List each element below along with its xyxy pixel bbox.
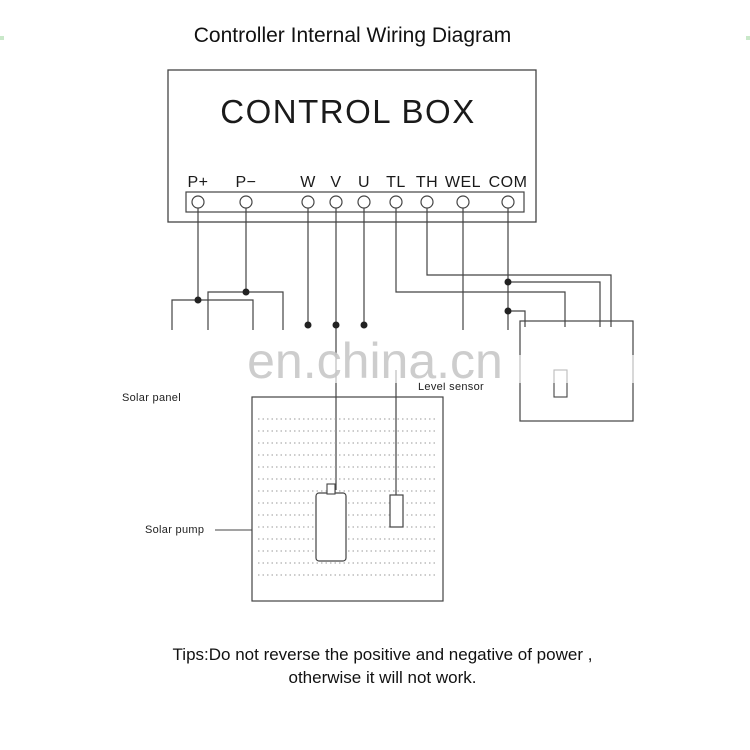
water-well	[251, 396, 444, 602]
terminal-label-wel: WEL	[445, 174, 481, 191]
pump-head	[326, 483, 336, 495]
terminal-label-com: COM	[489, 174, 528, 191]
solar-panel-label: Solar panel	[122, 392, 181, 404]
terminal-label-p-minus: P−	[235, 174, 256, 191]
solar-pump	[315, 483, 347, 562]
wire-th	[426, 208, 612, 327]
tips-text: Tips:Do not reverse the positive and neg…	[0, 643, 750, 689]
wire-p-plus-branch	[171, 299, 254, 330]
junction-dot	[504, 307, 512, 315]
terminal-label-v: V	[330, 174, 341, 191]
junction-dot	[360, 321, 368, 329]
terminal-label-u: U	[358, 174, 370, 191]
terminal-screw-com	[501, 195, 515, 209]
solar-pump-label: Solar pump	[145, 524, 204, 536]
wire-tl	[395, 208, 566, 327]
junction-dot	[304, 321, 312, 329]
junction-dot	[504, 278, 512, 286]
tips-line-2: otherwise it will not work.	[288, 668, 477, 687]
terminal-label-w: W	[300, 174, 316, 191]
level-sensor-label: Level sensor	[418, 381, 484, 393]
junction-dot	[332, 321, 340, 329]
control-box-label: CONTROL BOX	[220, 93, 475, 130]
terminal-label-tl: TL	[386, 174, 406, 191]
terminal-strip	[185, 191, 525, 213]
terminal-screw-th	[420, 195, 434, 209]
wire-com-branch-1	[508, 281, 601, 327]
terminal-screw-p-plus	[191, 195, 205, 209]
page-title: Controller Internal Wiring Diagram	[193, 24, 512, 47]
terminal-screw-v	[329, 195, 343, 209]
pump-body	[315, 492, 347, 562]
water-dotted-lines	[258, 418, 438, 576]
wire-p-minus-branch	[207, 291, 284, 330]
terminal-label-th: TH	[416, 174, 438, 191]
corner-mark	[746, 36, 750, 40]
corner-mark	[0, 36, 4, 40]
terminal-screw-u	[357, 195, 371, 209]
junction-dot	[194, 296, 202, 304]
terminal-screw-p-minus	[239, 195, 253, 209]
terminal-screw-wel	[456, 195, 470, 209]
wire-com-branch-2	[508, 310, 526, 327]
junction-dot	[242, 288, 250, 296]
terminal-screw-w	[301, 195, 315, 209]
watermark: en.china.cn	[247, 333, 503, 389]
terminal-label-p-plus: P+	[187, 174, 208, 191]
control-box	[167, 69, 537, 223]
tips-line-1: Tips:Do not reverse the positive and neg…	[172, 645, 593, 664]
level-sensor-probe	[389, 494, 404, 528]
watermark-band	[165, 355, 645, 383]
terminal-screw-tl	[389, 195, 403, 209]
